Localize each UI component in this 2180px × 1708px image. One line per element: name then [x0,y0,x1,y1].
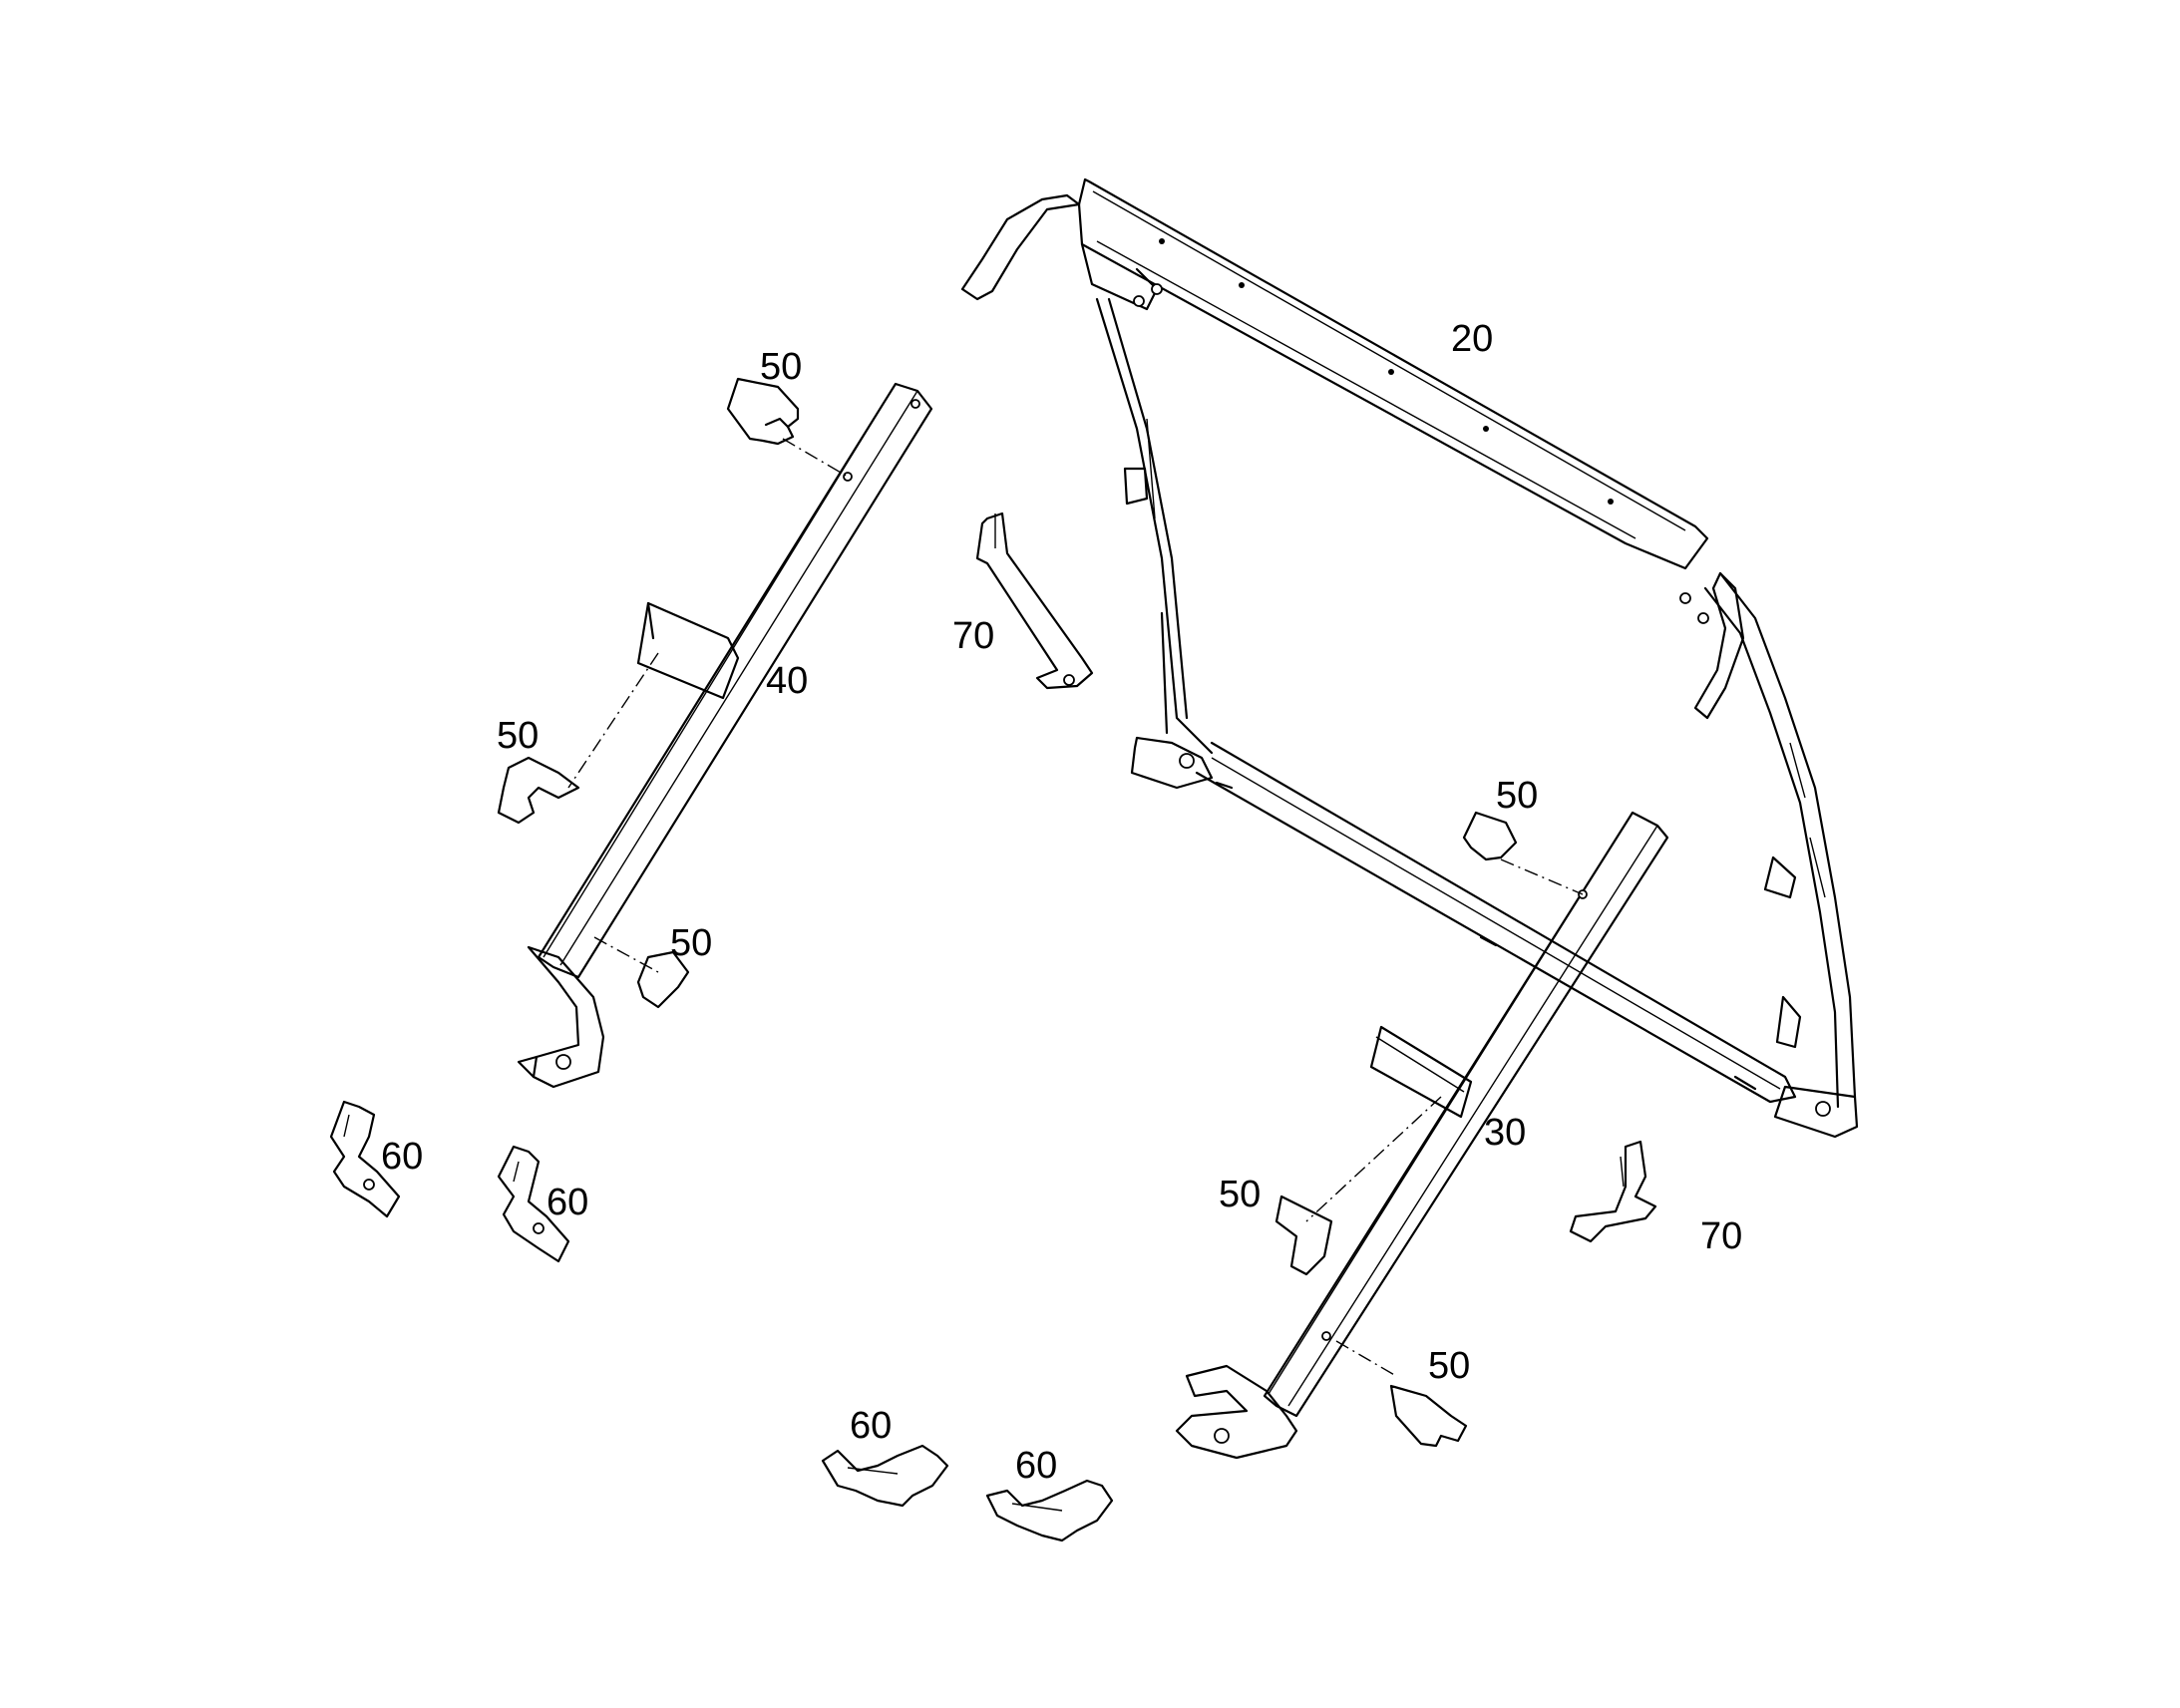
part-60-clip-a [329,1100,401,1218]
callout-50-top-left: 50 [760,346,802,388]
callout-50-mid-right: 50 [1496,775,1538,817]
part-50-plate-low-left [636,950,690,1009]
part-40-left-column [517,382,933,1089]
callout-50-low-right-a: 50 [1219,1174,1261,1215]
part-50-plate-top-left [726,377,800,446]
part-70-bracket-right [1569,1140,1657,1243]
part-30-right-column [1175,811,1669,1460]
callout-50-mid-left: 50 [497,715,539,757]
callout-labels: 20 40 30 70 70 50 50 50 50 50 50 60 60 6… [381,318,1742,1487]
callout-60-c: 60 [850,1405,892,1447]
callout-70-left: 70 [952,615,994,657]
callout-60-a: 60 [381,1136,423,1178]
part-60-clip-d [985,1479,1114,1542]
callout-40: 40 [766,660,808,702]
part-60-clip-b [497,1145,570,1263]
part-50-plate-low-right-b [1389,1384,1468,1448]
callout-70-right: 70 [1700,1215,1742,1257]
part-60-clip-c [821,1444,949,1508]
part-50-plate-mid-right [1462,811,1518,861]
leader-lines [567,438,1584,1377]
callout-50-low-left: 50 [670,922,712,964]
part-70-bracket-left [975,512,1094,690]
callout-60-b: 60 [546,1182,588,1223]
part-50-plate-mid-left [497,756,580,825]
callout-50-low-right-b: 50 [1428,1345,1470,1387]
part-50-plate-low-right-a [1274,1195,1333,1276]
callout-60-d: 60 [1015,1445,1057,1487]
callout-30: 30 [1484,1112,1526,1154]
part-20-main-frame [960,177,1859,1139]
callout-20: 20 [1451,318,1493,360]
